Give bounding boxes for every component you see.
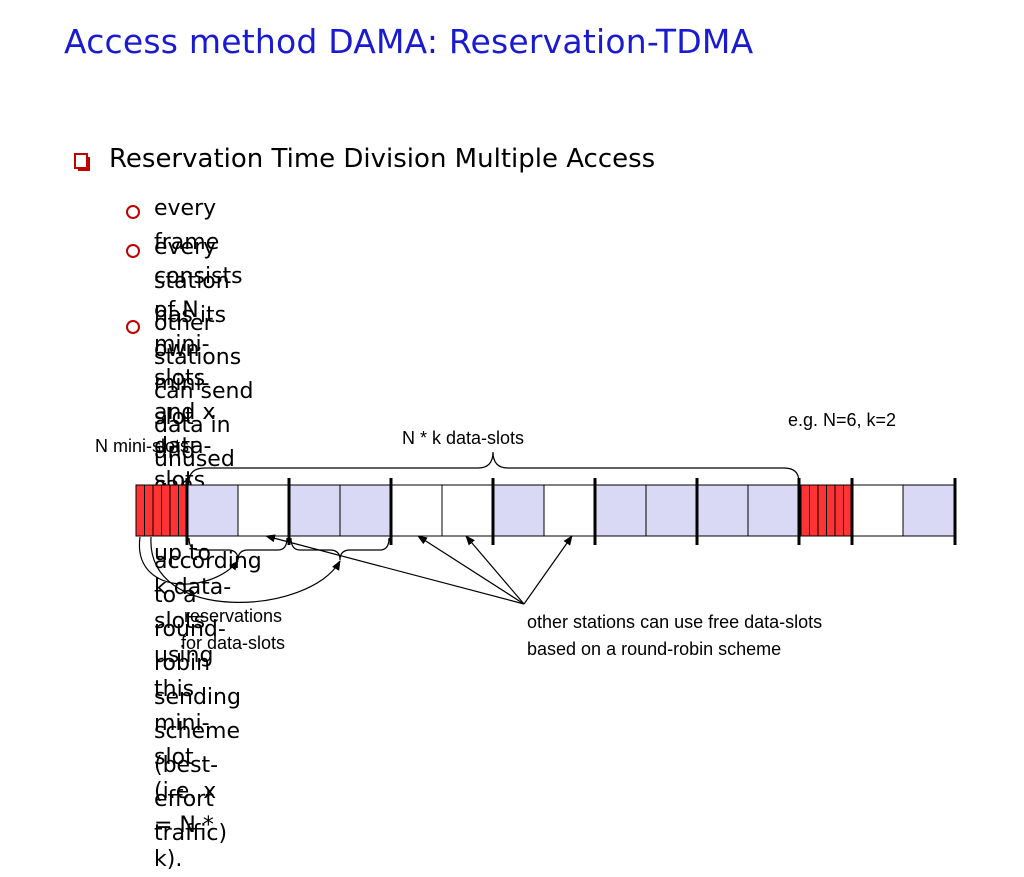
- data-slots-brace: [188, 451, 800, 483]
- reservations-label-line1: reservations: [184, 606, 282, 626]
- sub-bullet-text: other stations can send data in unused d…: [154, 311, 262, 846]
- mini-slots-frame-2: [800, 484, 956, 537]
- round-robin-arrows: [265, 534, 573, 605]
- n-mini-slots-label: N mini-slots: [95, 436, 189, 456]
- data-slot-free: [543, 484, 596, 537]
- data-slot-reserved: [186, 484, 239, 537]
- reservations-label-line2: for data-slots: [181, 633, 285, 653]
- square-bullet-icon: [74, 153, 90, 171]
- reservation-arrow-2: [150, 536, 341, 603]
- main-bullet-text: Reservation Time Division Multiple Acces…: [109, 144, 656, 174]
- data-slots-label: N * k data-slots: [402, 428, 524, 448]
- data-slot-free: [390, 484, 443, 537]
- data-slot-reserved: [696, 484, 749, 537]
- data-slot-reserved: [747, 484, 800, 537]
- mini-slots-frame-1: [135, 484, 188, 537]
- round-bullet-icon: [126, 320, 140, 334]
- reservation-arrow-1: [138, 536, 239, 585]
- round-bullet-icon: [126, 205, 140, 219]
- other-stations-label-line2: based on a round-robin scheme: [527, 639, 781, 659]
- data-slot-reserved: [645, 484, 698, 537]
- other-stations-label-line1: other stations can use free data-slots: [527, 612, 822, 632]
- data-slots: [186, 484, 800, 537]
- reservation-brace-2: [290, 537, 390, 561]
- data-slot-free: [441, 484, 494, 537]
- data-slot-reserved: [492, 484, 545, 537]
- data-slot-reserved: [594, 484, 647, 537]
- reservation-tdma-diagram: e.g. N=6, k=2 N mini-slots N * k data-sl…: [95, 410, 957, 659]
- slot-separators: [185, 478, 957, 545]
- data-slot-reserved: [902, 484, 956, 537]
- data-slot-free: [851, 484, 904, 537]
- data-slot-free: [237, 484, 290, 537]
- example-label: e.g. N=6, k=2: [788, 410, 896, 430]
- round-bullet-icon: [126, 244, 140, 258]
- data-slot-reserved: [339, 484, 392, 537]
- page-title: Access method DAMA: Reservation-TDMA: [64, 22, 754, 61]
- data-slot-reserved: [288, 484, 341, 537]
- reservation-brace-1: [188, 537, 288, 561]
